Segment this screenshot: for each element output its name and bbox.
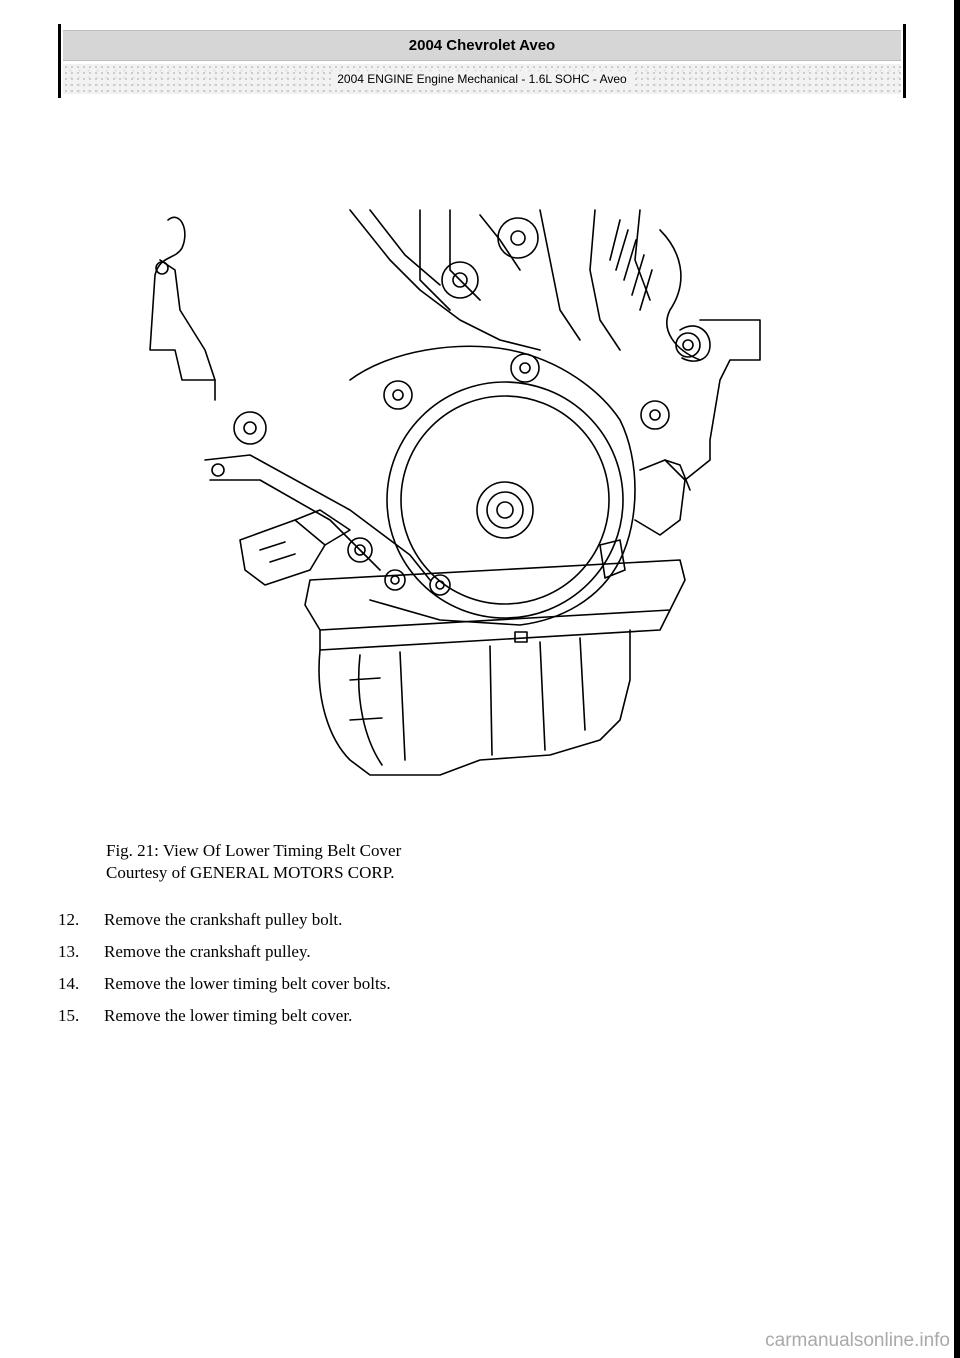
step-number: 12. (58, 910, 80, 929)
document-subtitle-bar: 2004 ENGINE Engine Mechanical - 1.6L SOH… (63, 64, 901, 94)
header-rule-right (903, 24, 906, 98)
step-number: 13. (58, 942, 80, 961)
list-item: 13. Remove the crankshaft pulley. (58, 936, 391, 968)
step-number: 14. (58, 974, 80, 993)
procedure-steps: 12. Remove the crankshaft pulley bolt. 13… (58, 904, 391, 1032)
figure-caption: Fig. 21: View Of Lower Timing Belt Cover… (106, 840, 401, 884)
document-subtitle: 2004 ENGINE Engine Mechanical - 1.6L SOH… (331, 72, 633, 86)
page-header: 2004 Chevrolet Aveo 2004 ENGINE Engine M… (58, 24, 906, 98)
step-number: 15. (58, 1006, 80, 1025)
figure-caption-title: Fig. 21: View Of Lower Timing Belt Cover (106, 841, 402, 860)
step-text: Remove the crankshaft pulley. (104, 942, 311, 961)
step-text: Remove the lower timing belt cover. (104, 1006, 353, 1025)
step-text: Remove the crankshaft pulley bolt. (104, 910, 343, 929)
watermark: carmanualsonline.info (765, 1330, 950, 1351)
page-right-border (954, 0, 960, 1358)
figure-caption-credit: Courtesy of GENERAL MOTORS CORP. (106, 863, 395, 882)
document-title: 2004 Chevrolet Aveo (63, 30, 901, 61)
list-item: 12. Remove the crankshaft pulley bolt. (58, 904, 391, 936)
header-rule-left (58, 24, 61, 98)
step-text: Remove the lower timing belt cover bolts… (104, 974, 391, 993)
list-item: 14. Remove the lower timing belt cover bo… (58, 968, 391, 1000)
list-item: 15. Remove the lower timing belt cover. (58, 1000, 391, 1032)
engine-timing-cover-illustration (120, 200, 780, 790)
